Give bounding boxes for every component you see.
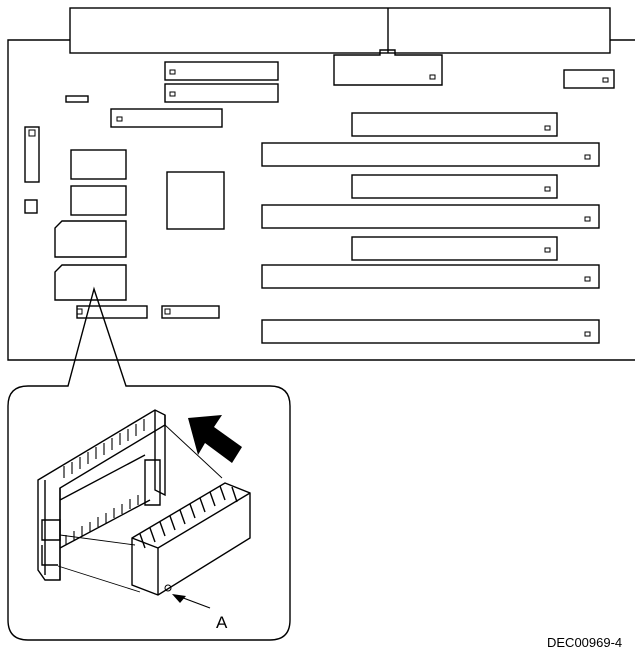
figure-id: DEC00969-4 <box>547 635 622 650</box>
socket-teeth <box>63 419 145 545</box>
top-connectors <box>65 49 615 128</box>
pci-slot <box>351 112 558 137</box>
drive-bay-frame <box>69 7 611 54</box>
isa-slot <box>261 142 600 167</box>
insert-direction-arrow-icon <box>188 415 242 463</box>
alignment-guides <box>57 424 223 593</box>
clock-battery-module <box>131 482 251 596</box>
expansion-slots <box>261 112 600 344</box>
isa-slot <box>261 204 600 229</box>
battery-socket <box>37 409 166 581</box>
pci-slot <box>351 174 558 199</box>
pci-slot <box>351 236 558 261</box>
simm-sockets <box>76 305 220 319</box>
isa-slot <box>261 264 600 289</box>
left-components <box>24 126 127 301</box>
processor-chip <box>166 171 225 230</box>
isa-slot <box>261 319 600 344</box>
system-board-outline <box>7 39 635 361</box>
callout-label: A <box>216 613 228 632</box>
leader-arrowhead <box>172 594 186 603</box>
zoom-callout-frame <box>7 286 291 641</box>
